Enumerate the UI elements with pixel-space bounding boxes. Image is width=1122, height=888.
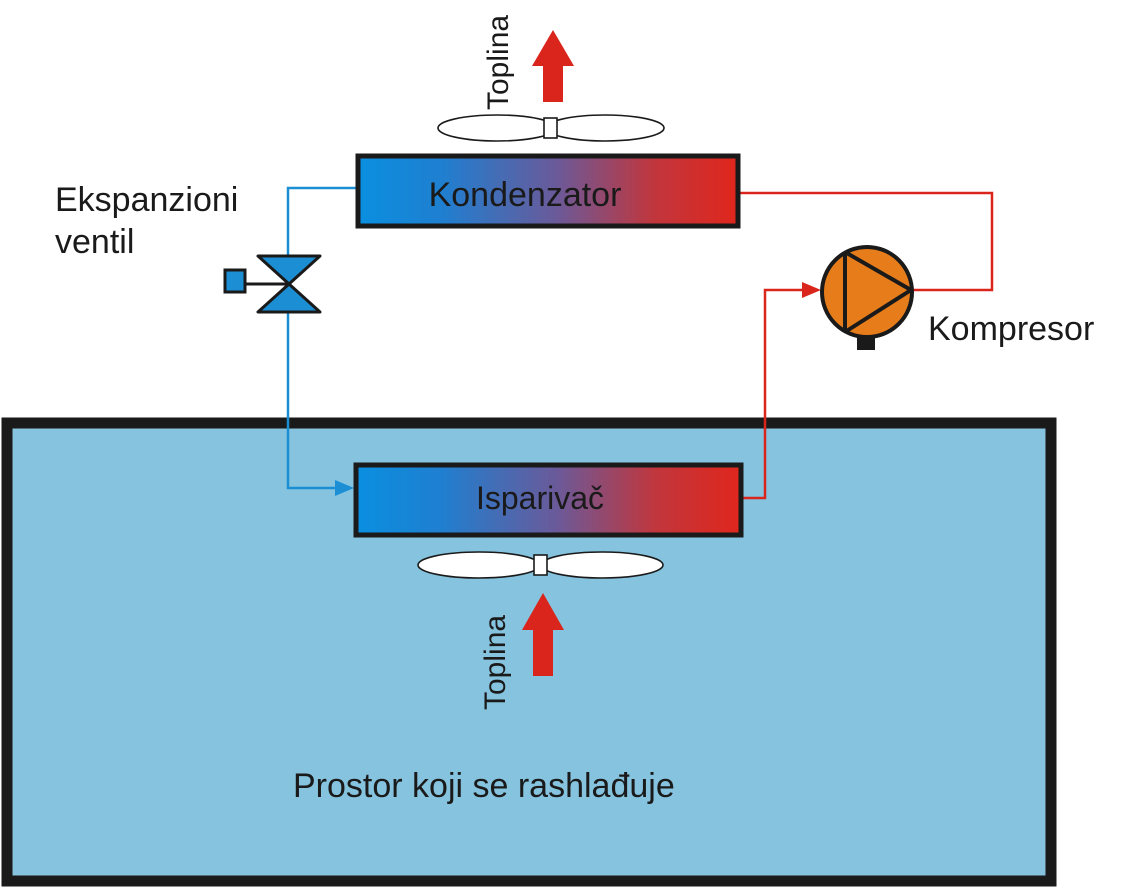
evaporator-coil [353, 462, 744, 538]
heat-out-arrow [532, 30, 574, 102]
hot-line-compressor-to-condenser [738, 191, 994, 292]
cold-line-condenser-to-valve [286, 186, 358, 258]
heat-out-label: Toplina [482, 15, 515, 110]
cooled-space-label: Prostor koji se rashlađuje [293, 767, 675, 805]
heat-in-label: Toplina [479, 615, 512, 710]
expansion-valve [223, 254, 322, 314]
condenser-fan [437, 114, 665, 142]
cold-line-valve-to-evaporator [286, 312, 340, 490]
compressor [820, 245, 914, 350]
cold-line-arrowhead [335, 480, 354, 496]
evaporator-label: Isparivač [476, 480, 604, 516]
compressor-label: Kompresor [928, 310, 1094, 348]
expansion-valve-label-line2: ventil [55, 223, 134, 261]
condenser-coil [355, 153, 741, 229]
hot-line-arrowhead [802, 282, 821, 298]
heat-in-arrow [522, 593, 564, 676]
evaporator-fan [417, 551, 664, 579]
hot-line-evaporator-to-compressor [741, 288, 806, 500]
expansion-valve-label-line1: Ekspanzioni [55, 181, 238, 219]
condenser-label: Kondenzator [429, 176, 622, 214]
